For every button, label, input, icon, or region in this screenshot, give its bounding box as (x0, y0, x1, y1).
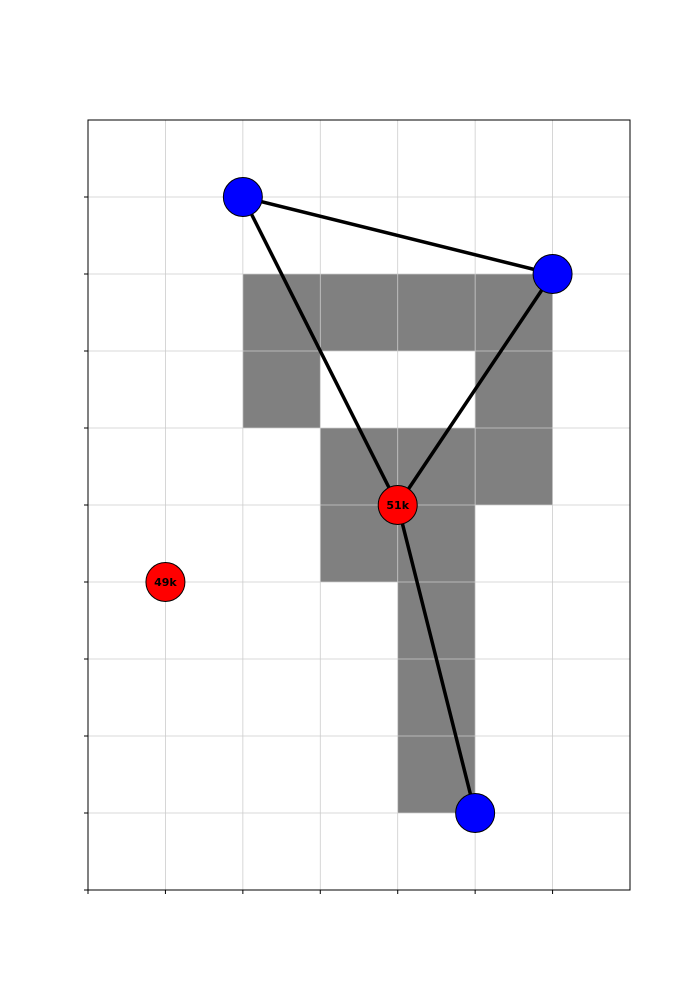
node-label-r2: 49k (154, 576, 177, 589)
shaded-cell-2 (397, 274, 476, 351)
grid-lines (88, 120, 630, 890)
blue-node-b2 (532, 254, 573, 294)
red-node-r1 (377, 485, 418, 525)
shaded-cell-5 (475, 351, 553, 428)
axis-ticks (84, 196, 554, 894)
shaded-cell-8 (475, 428, 553, 505)
shaded-cell-12 (397, 659, 476, 736)
edge-b2-r1 (395, 272, 555, 507)
edge-r1-b3 (395, 503, 477, 815)
edge-b1-r1 (241, 195, 400, 507)
shaded-cell-1 (320, 274, 398, 351)
network-nodes: 51k 49k (145, 177, 573, 833)
node-label-r1: 51k (386, 499, 409, 512)
red-node-r2 (145, 562, 186, 602)
shaded-cell-4 (242, 351, 321, 428)
shaded-cell-0 (242, 274, 321, 351)
edge-b1-b2 (241, 195, 555, 276)
blue-node-b1 (222, 177, 263, 217)
network-edges (241, 195, 555, 815)
shaded-cell-11 (397, 582, 476, 659)
blue-node-b3 (455, 793, 496, 833)
